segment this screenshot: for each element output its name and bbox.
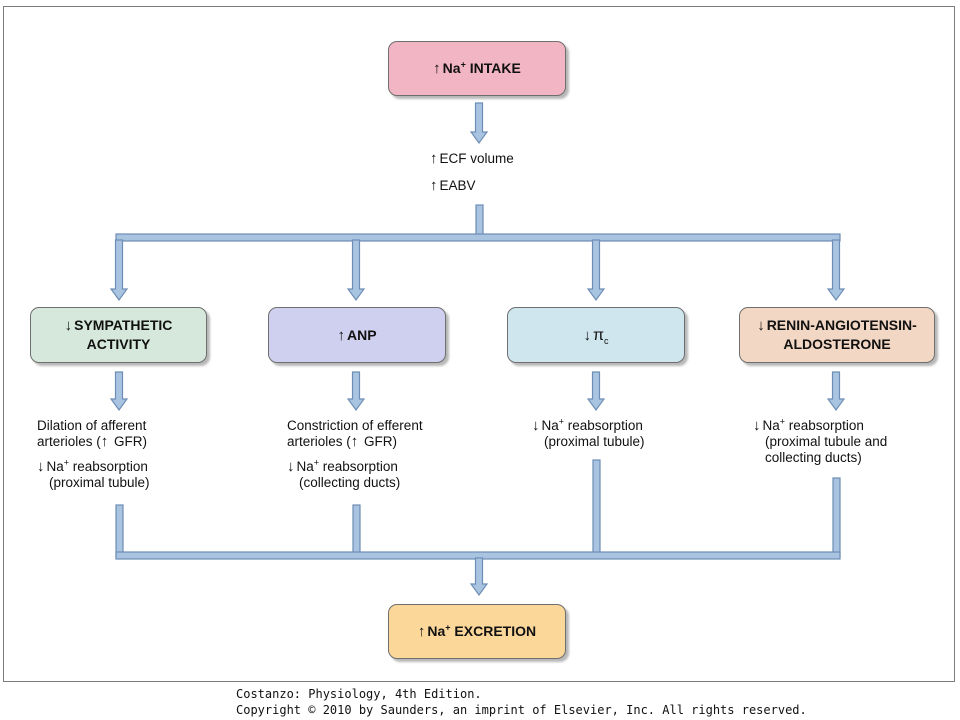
renin-angiotensin-aldosterone-box: ↓RENIN-ANGIOTENSIN- ALDOSTERONE <box>739 307 935 363</box>
intake-down-arrow <box>469 102 489 145</box>
sympathetic-effects-text: Dilation of afferent arterioles (↑ GFR) … <box>37 418 150 490</box>
box-down-arrow-4 <box>826 371 846 412</box>
up-arrow-icon: ↑ <box>430 177 438 194</box>
figure-caption: Costanzo: Physiology, 4th Edition. Copyr… <box>236 686 807 718</box>
anp-effects-text: Constriction of efferent arterioles (↑ G… <box>287 418 423 490</box>
down-arrow-icon: ↓ <box>64 317 73 334</box>
ecf-volume-text: ↑ECF volume <box>430 150 514 167</box>
box-down-arrow-2 <box>346 371 366 412</box>
branch-down-arrow-1 <box>109 239 129 302</box>
up-arrow-icon: ↑ <box>417 623 426 640</box>
down-arrow-icon: ↓ <box>753 417 761 434</box>
na-intake-box: ↑Na+ INTAKE <box>388 41 566 96</box>
diagram-frame <box>3 6 955 682</box>
down-arrow-icon: ↓ <box>37 458 45 475</box>
up-arrow-icon: ↑ <box>100 433 109 450</box>
down-arrow-icon: ↓ <box>757 317 765 334</box>
na-excretion-label: ↑Na+ EXCRETION <box>417 622 537 640</box>
eabv-text: ↑EABV <box>430 177 476 194</box>
down-arrow-icon: ↓ <box>287 458 295 475</box>
branch-down-arrow-4 <box>826 239 846 302</box>
branch-bar <box>115 233 841 242</box>
merge-vertical-2 <box>352 504 361 558</box>
branch-down-arrow-3 <box>586 239 606 302</box>
down-arrow-icon: ↓ <box>532 417 540 434</box>
raa-effects-text: ↓Na+ reabsorption (proximal tubule and c… <box>753 416 888 465</box>
caption-copyright: Copyright © 2010 by Saunders, an imprint… <box>236 703 807 717</box>
up-arrow-icon: ↑ <box>430 150 438 167</box>
trunk-connector <box>475 204 484 239</box>
merge-vertical-3 <box>592 459 601 558</box>
na-excretion-box: ↑Na+ EXCRETION <box>388 604 566 659</box>
box-down-arrow-1 <box>109 371 129 412</box>
anp-box: ↑ANP <box>268 307 446 363</box>
na-intake-label: ↑Na+ INTAKE <box>433 59 521 77</box>
sympathetic-activity-box: ↓SYMPATHETIC ACTIVITY <box>30 307 207 363</box>
merge-vertical-4 <box>832 477 841 558</box>
branch-down-arrow-2 <box>346 239 366 302</box>
merge-vertical-1 <box>115 504 124 558</box>
excretion-down-arrow <box>469 557 489 597</box>
caption-source: Costanzo: Physiology, 4th Edition. <box>236 687 482 701</box>
up-arrow-icon: ↑ <box>350 433 359 450</box>
pi-c-effects-text: ↓Na+ reabsorption (proximal tubule) <box>532 416 645 449</box>
down-arrow-icon: ↓ <box>583 326 591 344</box>
box-down-arrow-3 <box>586 371 606 412</box>
up-arrow-icon: ↑ <box>433 60 441 77</box>
pi-c-box: ↓πc <box>507 307 685 363</box>
up-arrow-icon: ↑ <box>337 326 345 344</box>
